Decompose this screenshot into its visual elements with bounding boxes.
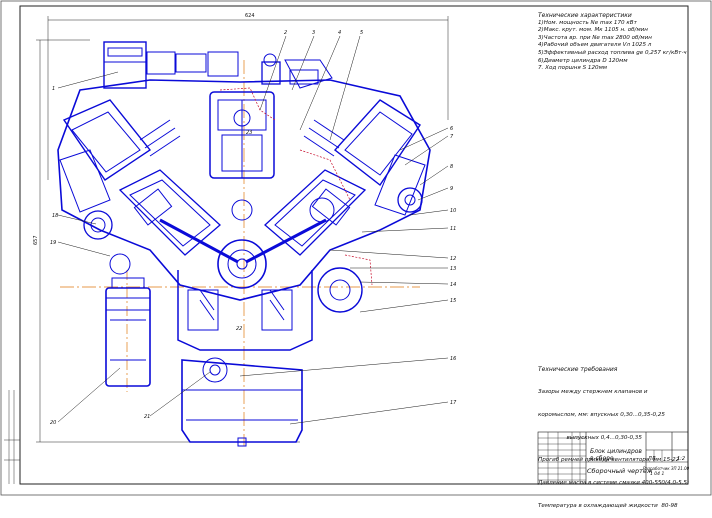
axis-lines: [60, 60, 420, 446]
callout-17: 17: [450, 400, 457, 406]
callout-15: 15: [450, 298, 456, 304]
title-block-scale: 1:2: [677, 456, 686, 462]
callout-11: 11: [450, 226, 456, 232]
callout-19: 19: [50, 240, 56, 246]
callout-12: 12: [450, 256, 456, 262]
tech-requirement-line: Прогиб ремней привода вентилятора, мм 15…: [538, 457, 680, 464]
callout-6: 6: [450, 126, 453, 132]
sheet-border: [0, 0, 712, 496]
engine-drawing: [57, 41, 431, 447]
tech-requirement-line: Температура в охлаждающей жидкости 80-98: [538, 502, 678, 509]
margin-stamp: [4, 390, 20, 484]
callout-10: 10: [450, 208, 456, 214]
tech-requirement-line: выпускных 0,4...0,30-0,35: [538, 434, 642, 441]
callout-numbers: 1 2 3 4 5 6 7 8 9 10 11 12 13 14 15 16 1…: [50, 30, 457, 426]
callout-1: 1: [52, 86, 55, 92]
tech-requirements-title: Технические требования: [538, 366, 618, 374]
callout-23: 23: [246, 130, 252, 136]
callout-14: 14: [450, 282, 456, 288]
tech-requirements: Технические требования Зазоры между стер…: [538, 351, 689, 518]
callout-21: 21: [144, 414, 150, 420]
tech-spec-line: 2)Макс. крут. мом. Мк 1105 н. об/мин: [538, 27, 648, 34]
tech-specs-title: Технические характеристики: [538, 12, 632, 19]
drawing-sheet: 624 657: [0, 0, 712, 496]
title-block-sheet: 1 04 1: [650, 472, 665, 477]
tech-spec-line: 5)Эффективный расход топлива gе 0,257 кг…: [538, 49, 687, 56]
callout-7: 7: [450, 134, 454, 140]
callout-9: 9: [450, 186, 453, 192]
callout-3: 3: [312, 30, 315, 36]
title-block: [537, 431, 689, 485]
callout-2: 2: [284, 30, 287, 36]
callout-20: 20: [50, 420, 56, 426]
leader-lines: [57, 35, 449, 425]
tech-requirement-line: Зазоры между стержнем клапанов и: [538, 388, 648, 395]
fuel-lines: [219, 87, 373, 286]
callout-4: 4: [338, 30, 341, 36]
title-block-title-2: в сборе: [590, 455, 614, 462]
height-dimension: 657: [33, 235, 39, 245]
tech-spec-line: 7. Ход поршня S 120мм: [538, 65, 608, 72]
tech-spec-line: 6)Диаметр цилиндра D 120мм: [538, 57, 628, 64]
width-dimension: 624: [245, 13, 255, 19]
title-block-subtitle: Сборочный чертеж: [587, 467, 653, 475]
callout-18: 18: [52, 213, 58, 219]
drawing-frame: [19, 5, 689, 485]
callout-13: 13: [450, 266, 456, 272]
callout-5: 5: [360, 30, 363, 36]
title-block-code: ЛЛ: [648, 456, 656, 462]
tech-spec-line: 4)Рабочий объем двигателя Vл 1025 л: [538, 42, 652, 49]
title-block-number: Разработчик ЗП 21.00: [643, 466, 690, 471]
tech-requirement-line: коромыслом, мм: впускных 0,30...0,35-0,2…: [538, 411, 665, 418]
callout-16: 16: [450, 356, 456, 362]
callout-22: 22: [236, 326, 242, 332]
title-block-title: Блок цилиндров: [590, 448, 642, 455]
tech-spec-line: 3)Частота вр. при Nе max 2800 об/мин: [538, 34, 652, 41]
callout-8: 8: [450, 164, 453, 170]
tech-specs: Технические характеристики 1)Ном. мощнос…: [538, 12, 687, 73]
tech-requirement-line: Давление масла в системе смазки 400-550(…: [538, 480, 690, 487]
tech-spec-line: 1)Ном. мощность Nе max 170 кВт: [538, 19, 637, 26]
